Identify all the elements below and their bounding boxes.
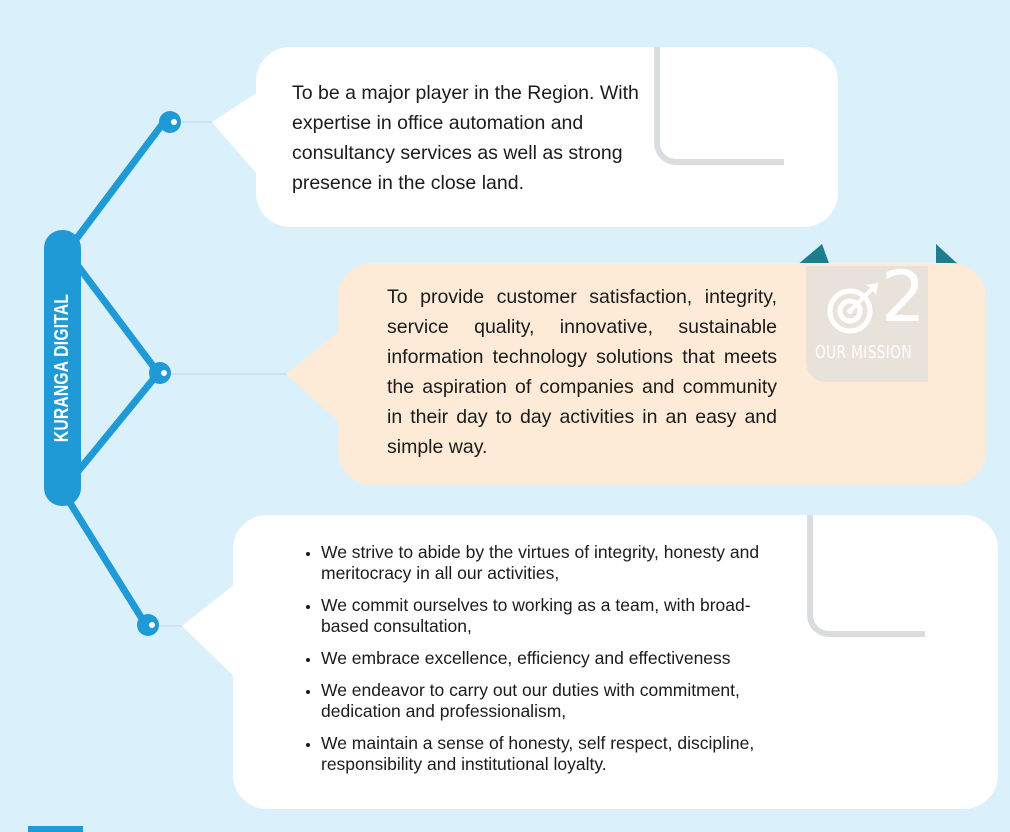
branch-arm-values [58, 486, 148, 626]
list-item: We endeavor to carry out our duties with… [321, 680, 796, 722]
mission-callout-tail [286, 326, 348, 430]
vision-corner-decoration [654, 47, 784, 165]
list-item: We embrace excellence, efficiency and ef… [321, 648, 796, 669]
target-icon [827, 283, 878, 334]
node-values [137, 614, 159, 636]
vision-text: To be a major player in the Region. With… [292, 82, 639, 194]
node-vision [159, 111, 181, 133]
mission-label: OUR MISSION [815, 343, 912, 363]
list-item: We commit ourselves to working as a team… [321, 595, 796, 637]
brand-label: KURANGA DIGITAL [47, 238, 77, 498]
mission-text: To provide customer satisfaction, integr… [387, 286, 777, 458]
bottom-accent-tab [28, 826, 83, 832]
list-item: We maintain a sense of honesty, self res… [321, 733, 796, 775]
vision-box: To be a major player in the Region. With… [256, 47, 838, 227]
vision-callout-tail [212, 92, 262, 180]
values-callout-tail [182, 580, 244, 686]
branch-arm-vision [64, 118, 168, 254]
mission-number: 2 [881, 256, 926, 338]
branch-arm-mission-lower [62, 372, 160, 490]
brand-name: KURANGA DIGITAL [51, 293, 73, 443]
list-item: We strive to abide by the virtues of int… [321, 542, 796, 584]
teal-triangle-left [796, 244, 830, 266]
node-mission [149, 362, 171, 384]
branch-arm-mission-upper [62, 246, 160, 374]
values-box: We strive to abide by the virtues of int… [233, 515, 998, 809]
values-corner-decoration [807, 515, 925, 637]
values-list: We strive to abide by the virtues of int… [289, 542, 796, 786]
teal-triangle-right [936, 244, 960, 266]
brand-pill [44, 230, 81, 506]
